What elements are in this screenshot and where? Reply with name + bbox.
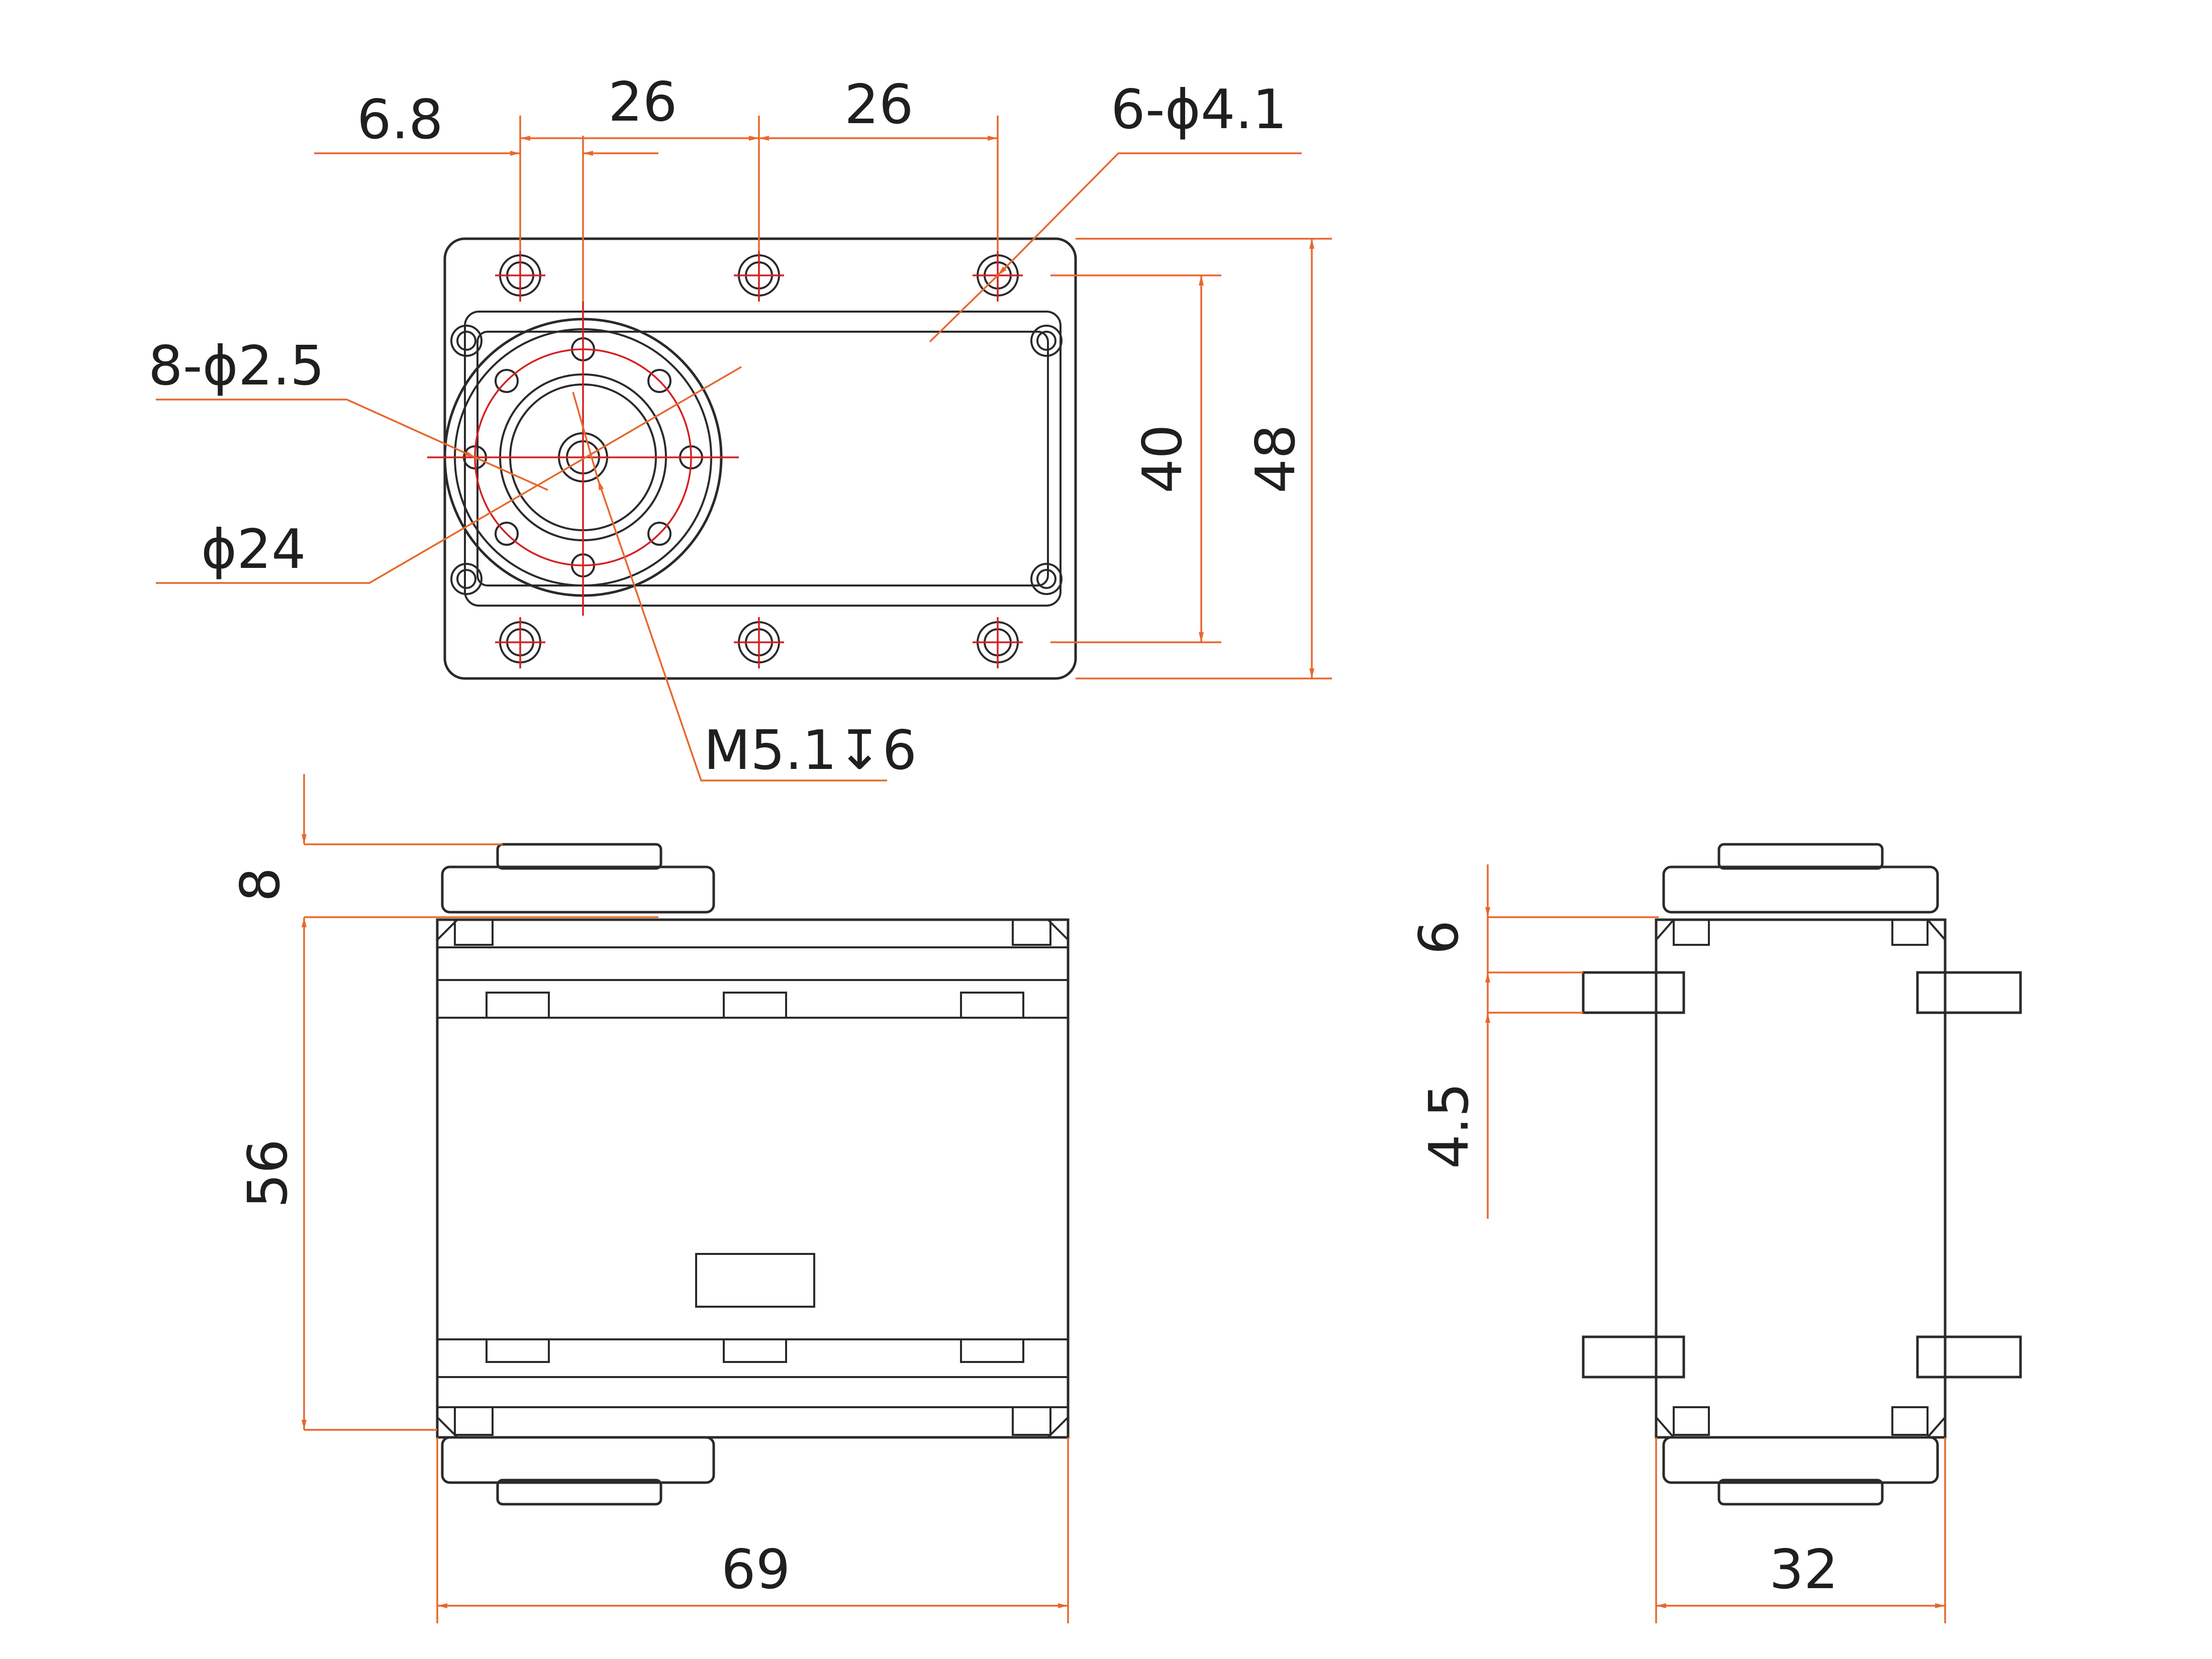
side-view: 6 4.5 32: [1408, 843, 2022, 1623]
label-26-right: 26: [844, 73, 913, 136]
label-6: 6: [1408, 920, 1471, 955]
front-view: 8 56 69: [229, 774, 1070, 1623]
label-4-5: 4.5: [1418, 1083, 1481, 1169]
servo-body: [436, 918, 1070, 1439]
label-26-left: 26: [608, 71, 677, 134]
label-thread: M5.1↧6: [704, 719, 917, 782]
label-8-holes: 8-ϕ2.5: [148, 335, 325, 398]
mounting-holes: [499, 254, 1019, 663]
top-view: 6.8 26 26 6-ϕ4.1 8-ϕ2.5 ϕ24 40 48 M5.1↧6: [148, 71, 1332, 782]
side-body: [1655, 918, 1947, 1439]
label-40: 40: [1131, 424, 1194, 493]
left-flange-bottom: [1582, 1335, 1685, 1379]
top-dimensions: [156, 116, 1332, 782]
label-32: 32: [1769, 1538, 1838, 1601]
label-6-8: 6.8: [357, 88, 443, 151]
label-plate: [695, 1253, 815, 1308]
label-dia-24: ϕ24: [201, 518, 306, 581]
inner-frame-inner: [476, 331, 1049, 587]
mounting-plate: [443, 237, 1077, 680]
label-56: 56: [237, 1139, 300, 1208]
label-8: 8: [229, 867, 292, 902]
label-69: 69: [721, 1538, 790, 1601]
label-6-holes: 6-ϕ4.1: [1111, 78, 1287, 141]
left-flange-top: [1582, 971, 1685, 1014]
corner-holes: [450, 325, 1063, 595]
label-48: 48: [1244, 424, 1307, 493]
right-flange-top: [1916, 971, 2022, 1014]
right-flange-bottom: [1916, 1335, 2022, 1379]
